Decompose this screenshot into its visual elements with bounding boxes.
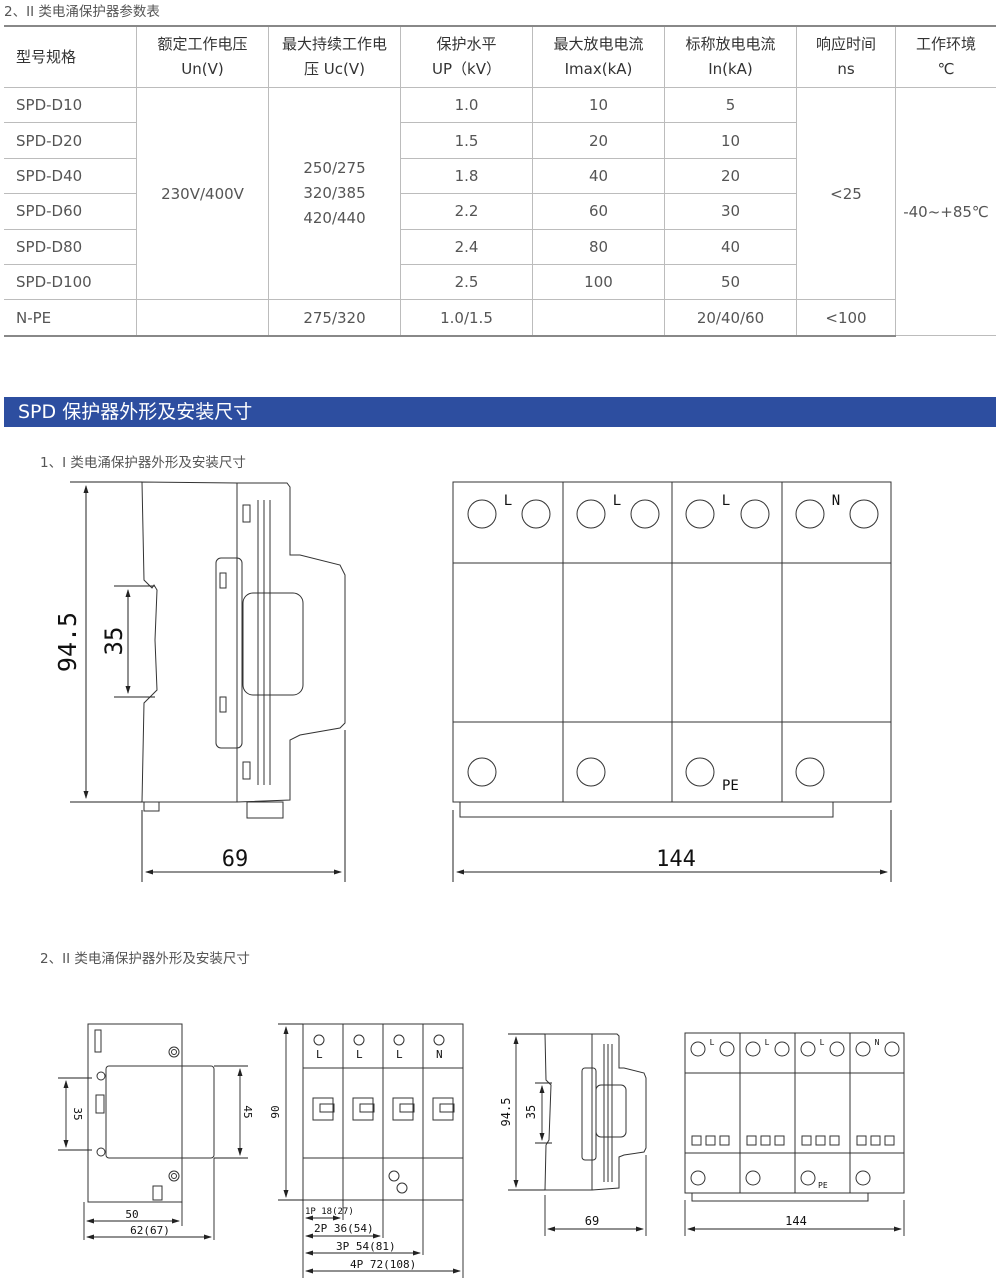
in-cell: 40 xyxy=(664,228,797,265)
drawing1-rail-label: 35 xyxy=(100,627,128,656)
model-cell: SPD-D10 xyxy=(4,86,137,124)
drawing1-front-dimensions xyxy=(452,810,892,882)
model-cell: SPD-D40 xyxy=(4,157,137,195)
drawing1-width-label: 144 xyxy=(656,847,696,872)
terminal-label: L xyxy=(722,493,730,509)
drawing1-depth-label: 69 xyxy=(222,847,249,872)
module-terminal-label: N xyxy=(436,1048,443,1061)
drawing2-side-width-label: 50 xyxy=(125,1208,138,1221)
drawing2-side-view xyxy=(87,1023,215,1203)
terminal-label: L xyxy=(504,493,512,509)
up-cell: 2.2 xyxy=(400,193,533,230)
module-terminal-label: N xyxy=(875,1038,880,1047)
pole-dimension-label: 2P 36(54) xyxy=(314,1222,374,1235)
pe-label: PE xyxy=(818,1181,828,1190)
header-uc: 最大持续工作电压 Uc(V) xyxy=(268,25,401,88)
drawing2-front-dimensions xyxy=(278,1023,464,1278)
up-cell: 2.5 xyxy=(400,263,533,301)
drawing2-side-width2-label: 62(67) xyxy=(130,1224,170,1237)
drawing2-front-view xyxy=(302,1023,464,1201)
drawing2-profile-depth-label: 69 xyxy=(585,1214,599,1228)
drawing1-height-label: 94.5 xyxy=(53,612,82,672)
imax-cell: 100 xyxy=(532,263,665,301)
module-terminal-label: L xyxy=(316,1048,323,1061)
drawing2-side-height-label: 45 xyxy=(241,1105,254,1118)
up-cell: 1.0 xyxy=(400,86,533,124)
response-cell: <25 xyxy=(796,86,896,301)
rated-voltage-cell: 230V/400V xyxy=(136,86,269,301)
drawing2-module-dimensions xyxy=(684,1200,905,1236)
header-model: 型号规格 xyxy=(4,25,137,88)
imax-cell: 20 xyxy=(532,122,665,159)
imax-cell: 10 xyxy=(532,86,665,124)
pole-dimension-label: 1P 18(27) xyxy=(305,1207,354,1217)
module-terminal-label: L xyxy=(356,1048,363,1061)
in-cell: 10 xyxy=(664,122,797,159)
in-cell: 20 xyxy=(664,157,797,195)
in-cell: 30 xyxy=(664,193,797,230)
table-caption: 2、II 类电涌保护器参数表 xyxy=(4,4,160,20)
module-terminal-label: L xyxy=(710,1038,715,1047)
table-row: SPD-D80 2.4 80 40 xyxy=(4,228,996,265)
drawing2-side-dimensions xyxy=(58,1065,248,1240)
model-cell: SPD-D100 xyxy=(4,263,137,301)
pole-dimension-label: 4P 72(108) xyxy=(350,1258,416,1271)
imax-cell: 40 xyxy=(532,157,665,195)
model-cell: SPD-D60 xyxy=(4,193,137,230)
table-row: SPD-D100 2.5 100 50 xyxy=(4,263,996,301)
environment-cell: -40~+85℃ xyxy=(895,86,996,337)
model-cell: SPD-D20 xyxy=(4,122,137,159)
drawing2-caption: 2、II 类电涌保护器外形及安装尺寸 xyxy=(40,951,250,967)
drawing2-front-height-label: 90 xyxy=(269,1105,282,1118)
blank-cell xyxy=(136,299,269,337)
in-cell: 5 xyxy=(664,86,797,124)
module-terminal-label: L xyxy=(765,1038,770,1047)
response-cell: <100 xyxy=(796,299,896,337)
drawing2-module-view xyxy=(684,1032,905,1202)
drawing2-profile-height-label: 94.5 xyxy=(499,1098,513,1127)
pe-label: PE xyxy=(722,778,739,794)
table-row-npe: N-PE 275/320 1.0/1.5 20/40/60 <100 xyxy=(4,299,996,337)
model-cell: SPD-D80 xyxy=(4,228,137,265)
uc-cell: 275/320 xyxy=(268,299,401,337)
in-cell: 20/40/60 xyxy=(664,299,797,337)
model-cell: N-PE xyxy=(4,299,137,337)
module-terminal-label: L xyxy=(820,1038,825,1047)
up-cell: 1.0/1.5 xyxy=(400,299,533,337)
imax-cell: 60 xyxy=(532,193,665,230)
drawing2-profile-dimensions xyxy=(508,1033,647,1236)
imax-cell xyxy=(532,299,665,337)
imax-cell: 80 xyxy=(532,228,665,265)
terminal-label: N xyxy=(832,493,840,509)
in-cell: 50 xyxy=(664,263,797,301)
terminal-label: L xyxy=(613,493,621,509)
drawing2-module-width-label: 144 xyxy=(785,1214,807,1228)
up-cell: 2.4 xyxy=(400,228,533,265)
pole-dimension-label: 3P 54(81) xyxy=(336,1240,396,1253)
drawing2-side-rail-label: 35 xyxy=(71,1107,84,1120)
section-banner: SPD 保护器外形及安装尺寸 xyxy=(4,397,996,427)
section-title: SPD 保护器外形及安装尺寸 xyxy=(18,401,253,423)
drawing1-side-dimensions xyxy=(70,481,346,882)
table-row: SPD-D60 2.2 60 30 xyxy=(4,193,996,230)
drawing2-profile-rail-label: 35 xyxy=(524,1105,538,1119)
dimension-drawings: 94.5 35 69 L L L N PE 144 xyxy=(53,481,905,1278)
drawing1-front-view xyxy=(452,481,892,818)
drawing1-side-view xyxy=(141,481,346,819)
drawing1-caption: 1、I 类电涌保护器外形及安装尺寸 xyxy=(40,455,246,471)
up-cell: 1.8 xyxy=(400,157,533,195)
drawing2-profile-view xyxy=(544,1033,647,1191)
module-terminal-label: L xyxy=(396,1048,403,1061)
header-environment: 工作环境℃ xyxy=(895,25,996,88)
up-cell: 1.5 xyxy=(400,122,533,159)
